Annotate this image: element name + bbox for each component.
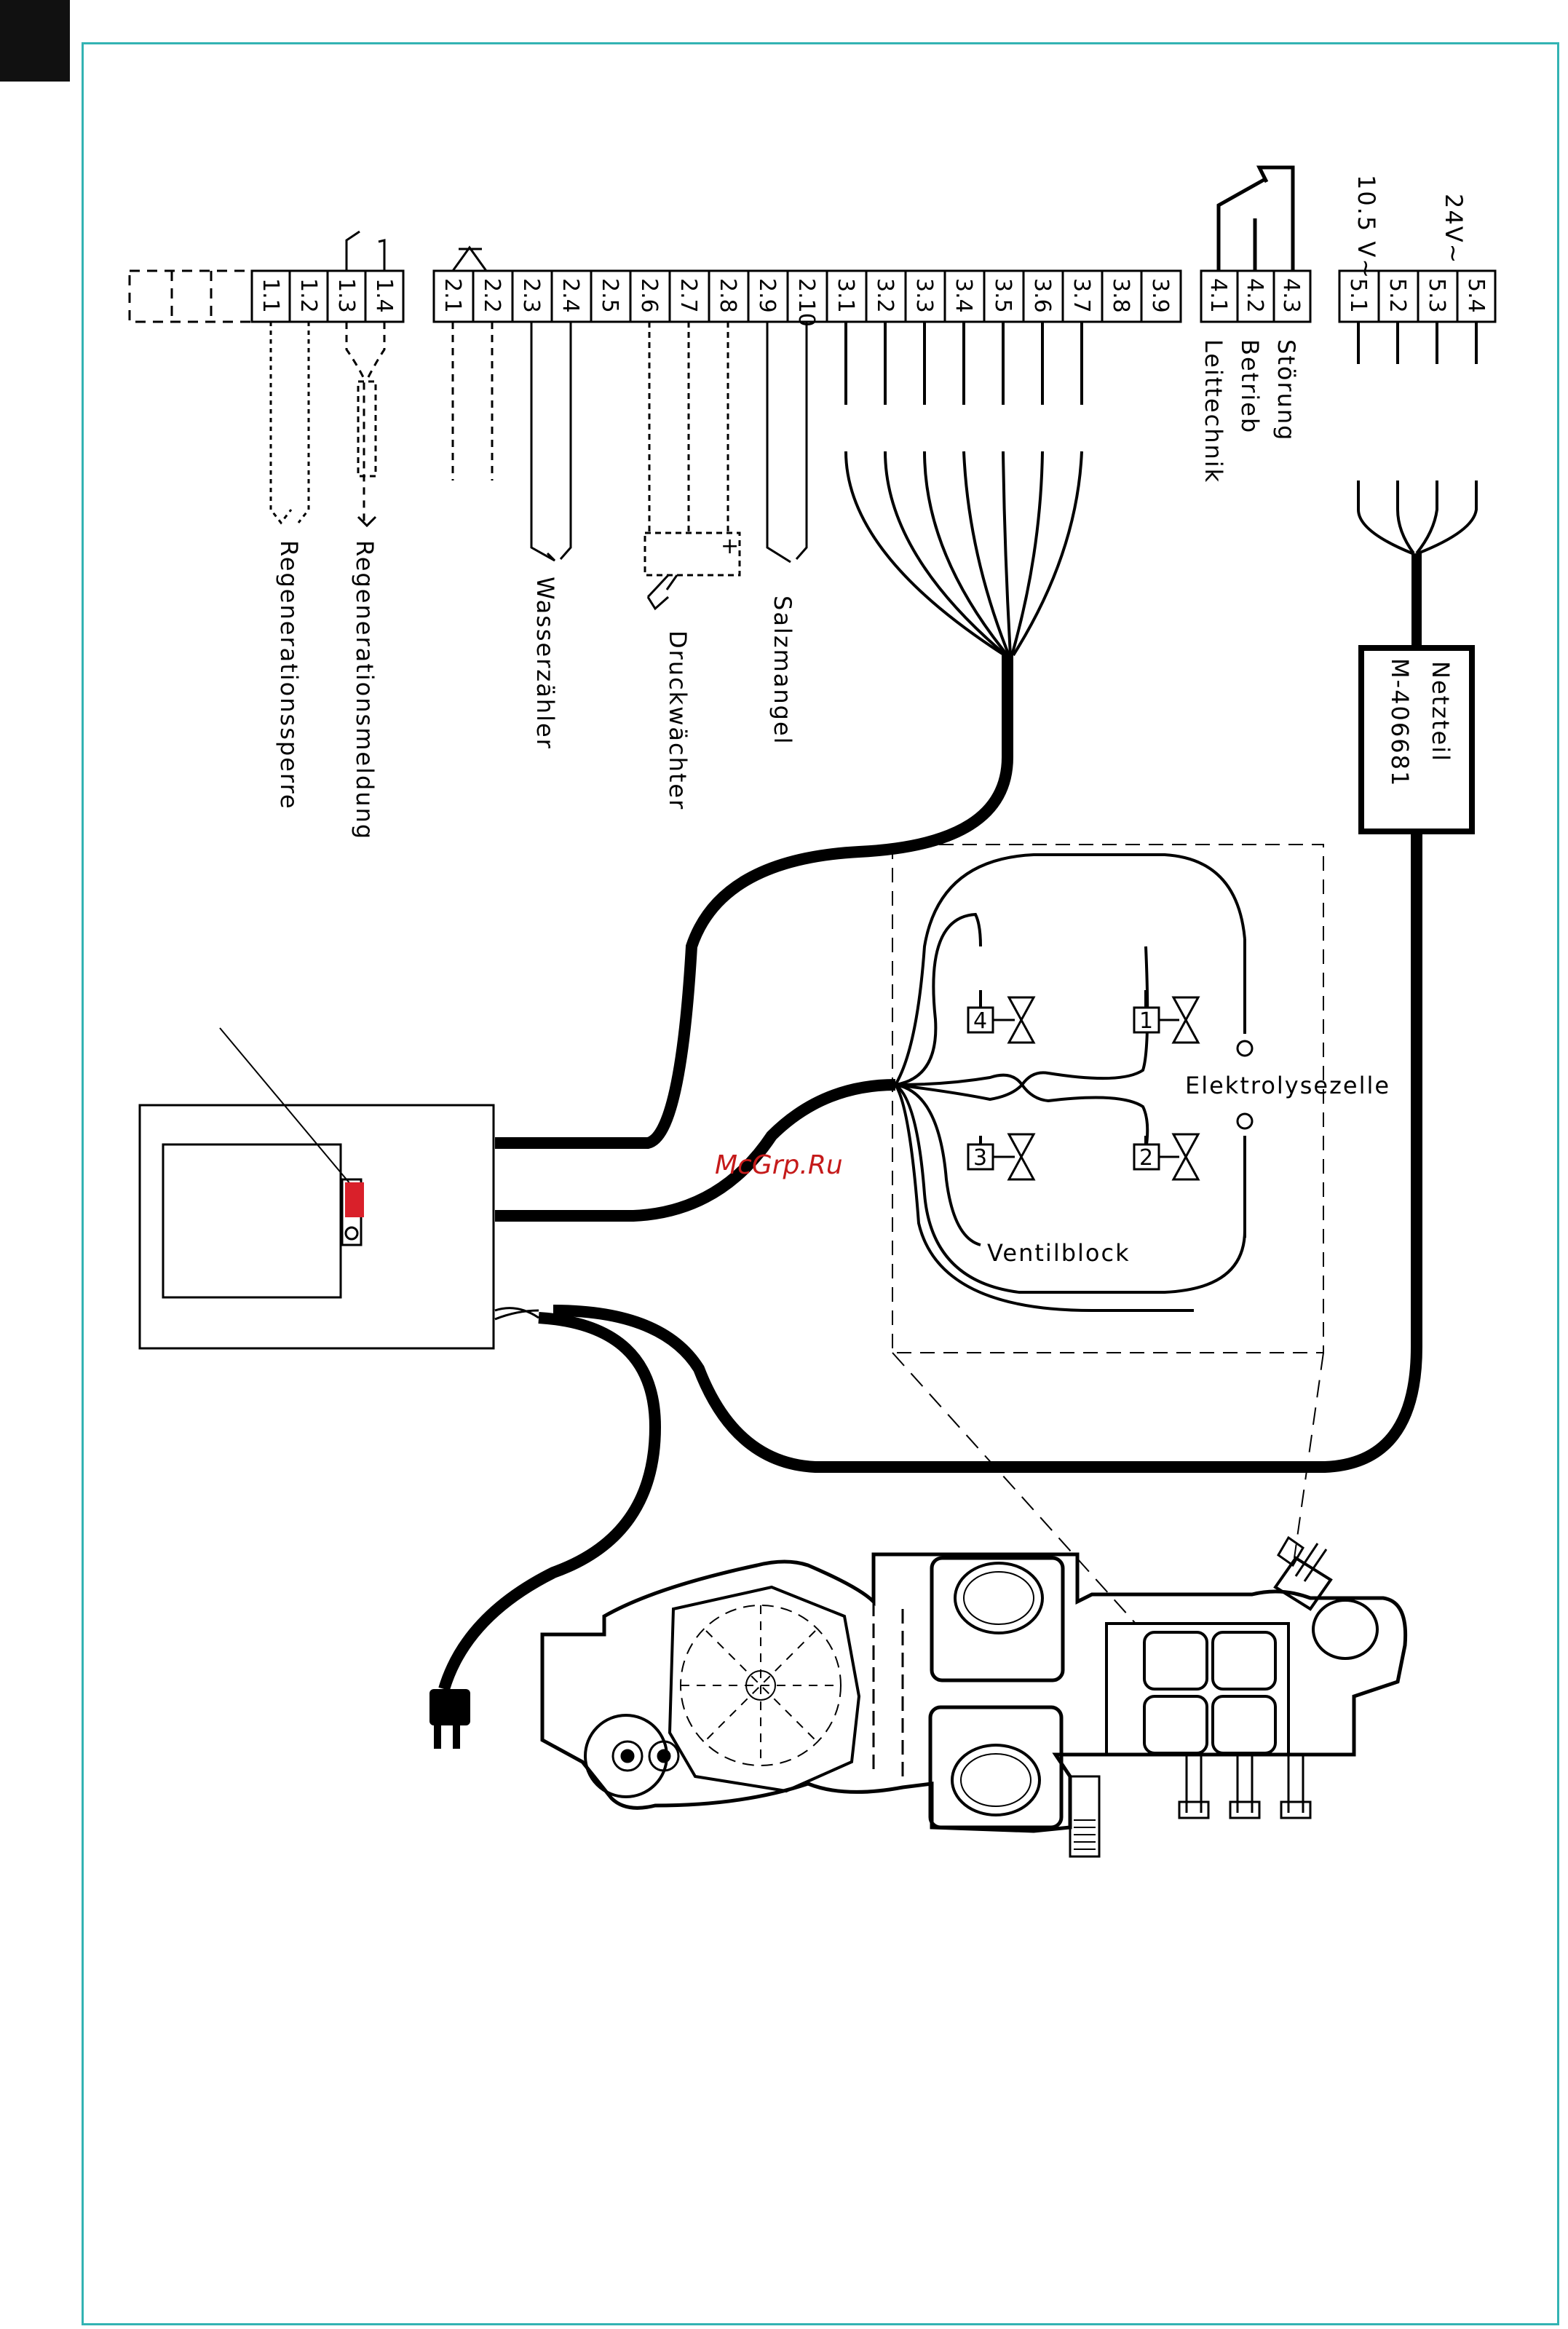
terminal-2-8: 2.8 [715,278,740,313]
controller-housing [138,1027,495,1350]
netzteil-model: M-406681 [1386,658,1414,787]
terminal-strip [128,269,1497,323]
terminal-2-4: 2.4 [558,278,583,313]
softener-valve-housing [540,1535,1408,1858]
terminal-1-4: 1.4 [371,278,397,313]
terminal-5-2: 5.2 [1385,278,1410,313]
terminal-3-8: 3.8 [1108,278,1133,313]
watermark: McGrp.Ru [715,1150,843,1180]
valves [967,996,1200,1181]
valve-block [892,844,1324,1353]
terminal-5-4: 5.4 [1463,278,1489,313]
terminal-3-3: 3.3 [911,278,937,313]
terminal-2-1: 2.1 [440,278,465,313]
label-ventilblock: Ventilblock [987,1239,1131,1267]
terminal-1-3: 1.3 [333,278,359,313]
terminal-3-2: 3.2 [872,278,898,313]
label-voltage-24: 24V~ [1440,194,1468,264]
terminal-3-6: 3.6 [1029,278,1055,313]
terminal-4-3: 4.3 [1278,278,1304,313]
terminal-labels: 1.1 1.2 1.3 1.4 2.1 2.2 2.3 2.4 2.5 2.6 … [258,278,1489,327]
group3-bundle [844,451,1083,657]
terminal-3-5: 3.5 [990,278,1015,313]
terminal-2-3: 2.3 [518,278,544,313]
terminal-1-2: 1.2 [296,278,321,313]
relay-4 [1216,165,1295,271]
valve-2-icon [1133,1133,1200,1181]
valve-1-icon [1133,996,1200,1044]
terminal-2-10: 2.10 [793,278,819,327]
terminal-2-5: 2.5 [597,278,622,313]
label-salzmangel: Salzmangel [769,596,796,746]
valve-3-number: 3 [973,1145,987,1171]
terminal-2-9: 2.9 [754,278,780,313]
terminal-3-7: 3.7 [1069,278,1094,313]
netzteil-box: Netzteil M-406681 [1358,645,1475,834]
terminal-4-1: 4.1 [1205,278,1231,313]
valve-4-number: 4 [973,1008,987,1034]
terminal-5-3: 5.3 [1424,278,1449,313]
label-regenerationsmeldung: Regenerationsmeldung [351,540,379,840]
terminal-5-1: 5.1 [1345,278,1371,313]
label-leittechnik: Leittechnik [1200,339,1227,483]
terminal-3-4: 3.4 [951,278,976,313]
valve-4-icon [967,996,1036,1044]
power-wires [1357,322,1478,648]
label-regenerationssperre: Regenerationssperre [275,540,303,810]
label-druckwaechter: Druckwächter [664,630,692,810]
label-pressure-plus: + [721,534,739,559]
corner-block [0,0,70,82]
terminal-3-9: 3.9 [1147,278,1173,313]
valve-1-number: 1 [1139,1008,1153,1034]
netzteil-label: Netzteil [1427,661,1454,762]
valve-numbers: 4 1 3 2 [973,1008,1153,1171]
highlight-marker [345,1182,364,1217]
terminal-1-1: 1.1 [258,278,283,313]
label-wasserzaehler: Wasserzähler [531,577,559,750]
terminal-2-7: 2.7 [676,278,701,313]
main-cables [438,655,1422,1691]
valve-2-number: 2 [1139,1145,1153,1171]
terminal-2-6: 2.6 [636,278,662,313]
valve-3-icon [967,1133,1036,1181]
terminal-2-2: 2.2 [479,278,504,313]
terminal-4-2: 4.2 [1242,278,1267,313]
component-labels: Regenerationssperre Regenerationsmeldung… [275,175,1468,840]
label-betrieb: Betrieb [1236,339,1264,434]
label-elektrolysezelle: Elektrolysezelle [1185,1072,1390,1099]
terminal-3-1: 3.1 [833,278,858,313]
signal-wires [269,230,1083,611]
page-frame [82,42,1559,2325]
label-voltage-10-5: 10.5 V~ [1353,175,1380,280]
leader-lines [892,1352,1324,1624]
label-stoerung: Störung [1272,339,1300,441]
thin-exits [494,1307,539,1321]
power-plug-icon [429,1689,470,1749]
